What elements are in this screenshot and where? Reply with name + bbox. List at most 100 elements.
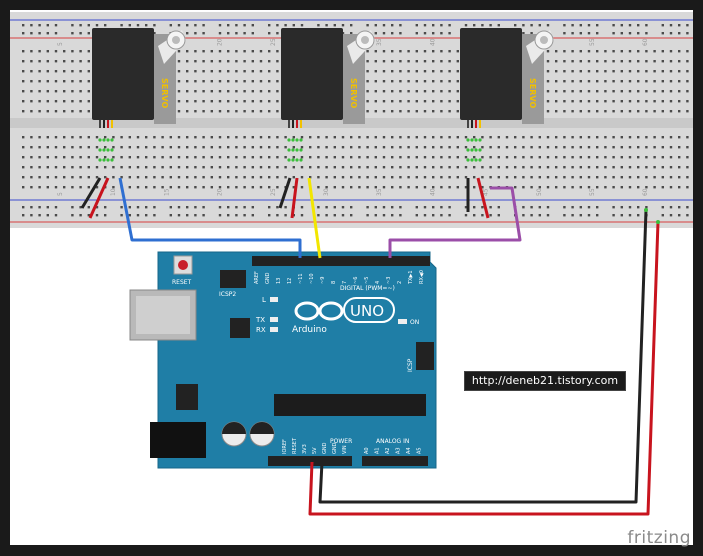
breadboard-hole: [596, 100, 599, 103]
breadboard-hole: [235, 146, 238, 149]
breadboard-hole: [79, 80, 82, 83]
pin-label: ~9: [320, 277, 326, 284]
breadboard-hole: [514, 186, 517, 189]
breadboard-hole: [46, 214, 49, 217]
breadboard-hole: [259, 136, 263, 139]
breadboard-hole: [177, 146, 181, 149]
breadboard-hole: [87, 214, 90, 217]
voltage-regulator: [176, 384, 198, 410]
breadboard-hole: [596, 32, 599, 35]
breadboard-hole: [432, 60, 435, 63]
breadboard-hole: [489, 176, 492, 179]
breadboard-hole: [686, 24, 689, 27]
breadboard-hole: [145, 214, 148, 217]
breadboard-hole: [612, 50, 615, 53]
breadboard-hole: [87, 136, 90, 139]
breadboard-hole: [522, 214, 525, 217]
breadboard-hole: [440, 176, 443, 179]
breadboard-hole: [120, 166, 123, 169]
breadboard-hole: [300, 186, 304, 189]
breadboard-hole: [54, 100, 58, 103]
breadboard-hole: [95, 166, 99, 169]
breadboard-hole: [79, 214, 82, 217]
breadboard-hole: [300, 206, 304, 209]
breadboard-hole: [678, 166, 681, 169]
breadboard-hole: [251, 146, 254, 149]
breadboard-column-number: 35: [376, 38, 383, 46]
breadboard-hole: [309, 136, 312, 139]
breadboard-hole: [251, 50, 254, 53]
breadboard-hole: [538, 206, 541, 209]
breadboard-hole: [423, 110, 427, 113]
breadboard-hole: [54, 70, 58, 73]
arduino-model-text: UNO: [350, 302, 384, 320]
breadboard-hole: [555, 156, 558, 159]
breadboard-hole: [530, 214, 533, 217]
breadboard-hole: [661, 90, 664, 93]
breadboard-hole: [448, 100, 451, 103]
breadboard-hole: [243, 186, 246, 189]
breadboard-hole: [563, 32, 566, 35]
breadboard-hole: [645, 176, 648, 179]
breadboard-hole: [300, 156, 304, 159]
wire-red: [88, 177, 110, 219]
breadboard-hole: [473, 176, 476, 179]
breadboard-hole: [194, 146, 197, 149]
breadboard-hole: [309, 176, 312, 179]
breadboard-hole: [46, 70, 49, 73]
breadboard-column-number: 50: [536, 188, 543, 196]
breadboard-hole: [186, 70, 189, 73]
breadboard-hole: [628, 136, 632, 139]
breadboard-hole: [136, 166, 140, 169]
breadboard-hole: [661, 32, 664, 35]
breadboard-hole: [218, 206, 222, 209]
breadboard-hole: [284, 24, 287, 27]
breadboard-hole: [112, 146, 115, 149]
breadboard-hole: [251, 100, 254, 103]
breadboard-hole: [522, 176, 525, 179]
fritzing-logo-text: fritzing: [627, 528, 691, 548]
breadboard-hole: [38, 206, 41, 209]
breadboard-hole: [563, 146, 566, 149]
breadboard-hole: [374, 166, 377, 169]
breadboard-hole: [686, 50, 689, 53]
breadboard-hole: [251, 80, 254, 83]
breadboard-hole: [112, 166, 115, 169]
breadboard-hole: [391, 206, 394, 209]
breadboard-hole: [423, 70, 427, 73]
breadboard-hole: [341, 176, 345, 179]
breadboard-hole: [128, 176, 131, 179]
breadboard-hole: [497, 24, 500, 27]
breadboard-hole: [22, 214, 25, 217]
breadboard-hole: [292, 166, 295, 169]
breadboard-hole: [161, 136, 164, 139]
breadboard-hole: [333, 156, 336, 159]
breadboard-hole: [612, 32, 615, 35]
breadboard-hole: [366, 186, 369, 189]
breadboard-hole: [300, 176, 304, 179]
breadboard-hole: [440, 206, 443, 209]
breadboard-hole: [30, 156, 33, 159]
breadboard-hole: [415, 24, 418, 27]
breadboard-hole: [382, 90, 386, 93]
breadboard-hole: [612, 90, 615, 93]
reset-label: RESET: [172, 279, 192, 286]
breadboard-hole: [325, 186, 328, 189]
breadboard-hole: [333, 206, 336, 209]
breadboard-hole: [661, 80, 664, 83]
breadboard-hole: [391, 146, 394, 149]
breadboard-hole: [628, 166, 632, 169]
arduino-brand-text: Arduino: [292, 325, 327, 335]
breadboard-hole: [276, 206, 279, 209]
breadboard-hole: [374, 156, 377, 159]
breadboard-hole: [186, 166, 189, 169]
breadboard-hole: [579, 24, 582, 27]
breadboard-hole: [276, 186, 279, 189]
breadboard-hole: [268, 206, 271, 209]
breadboard-hole: [637, 186, 640, 189]
breadboard-hole: [95, 214, 99, 217]
breadboard-hole: [54, 80, 58, 83]
breadboard-hole: [563, 60, 566, 63]
